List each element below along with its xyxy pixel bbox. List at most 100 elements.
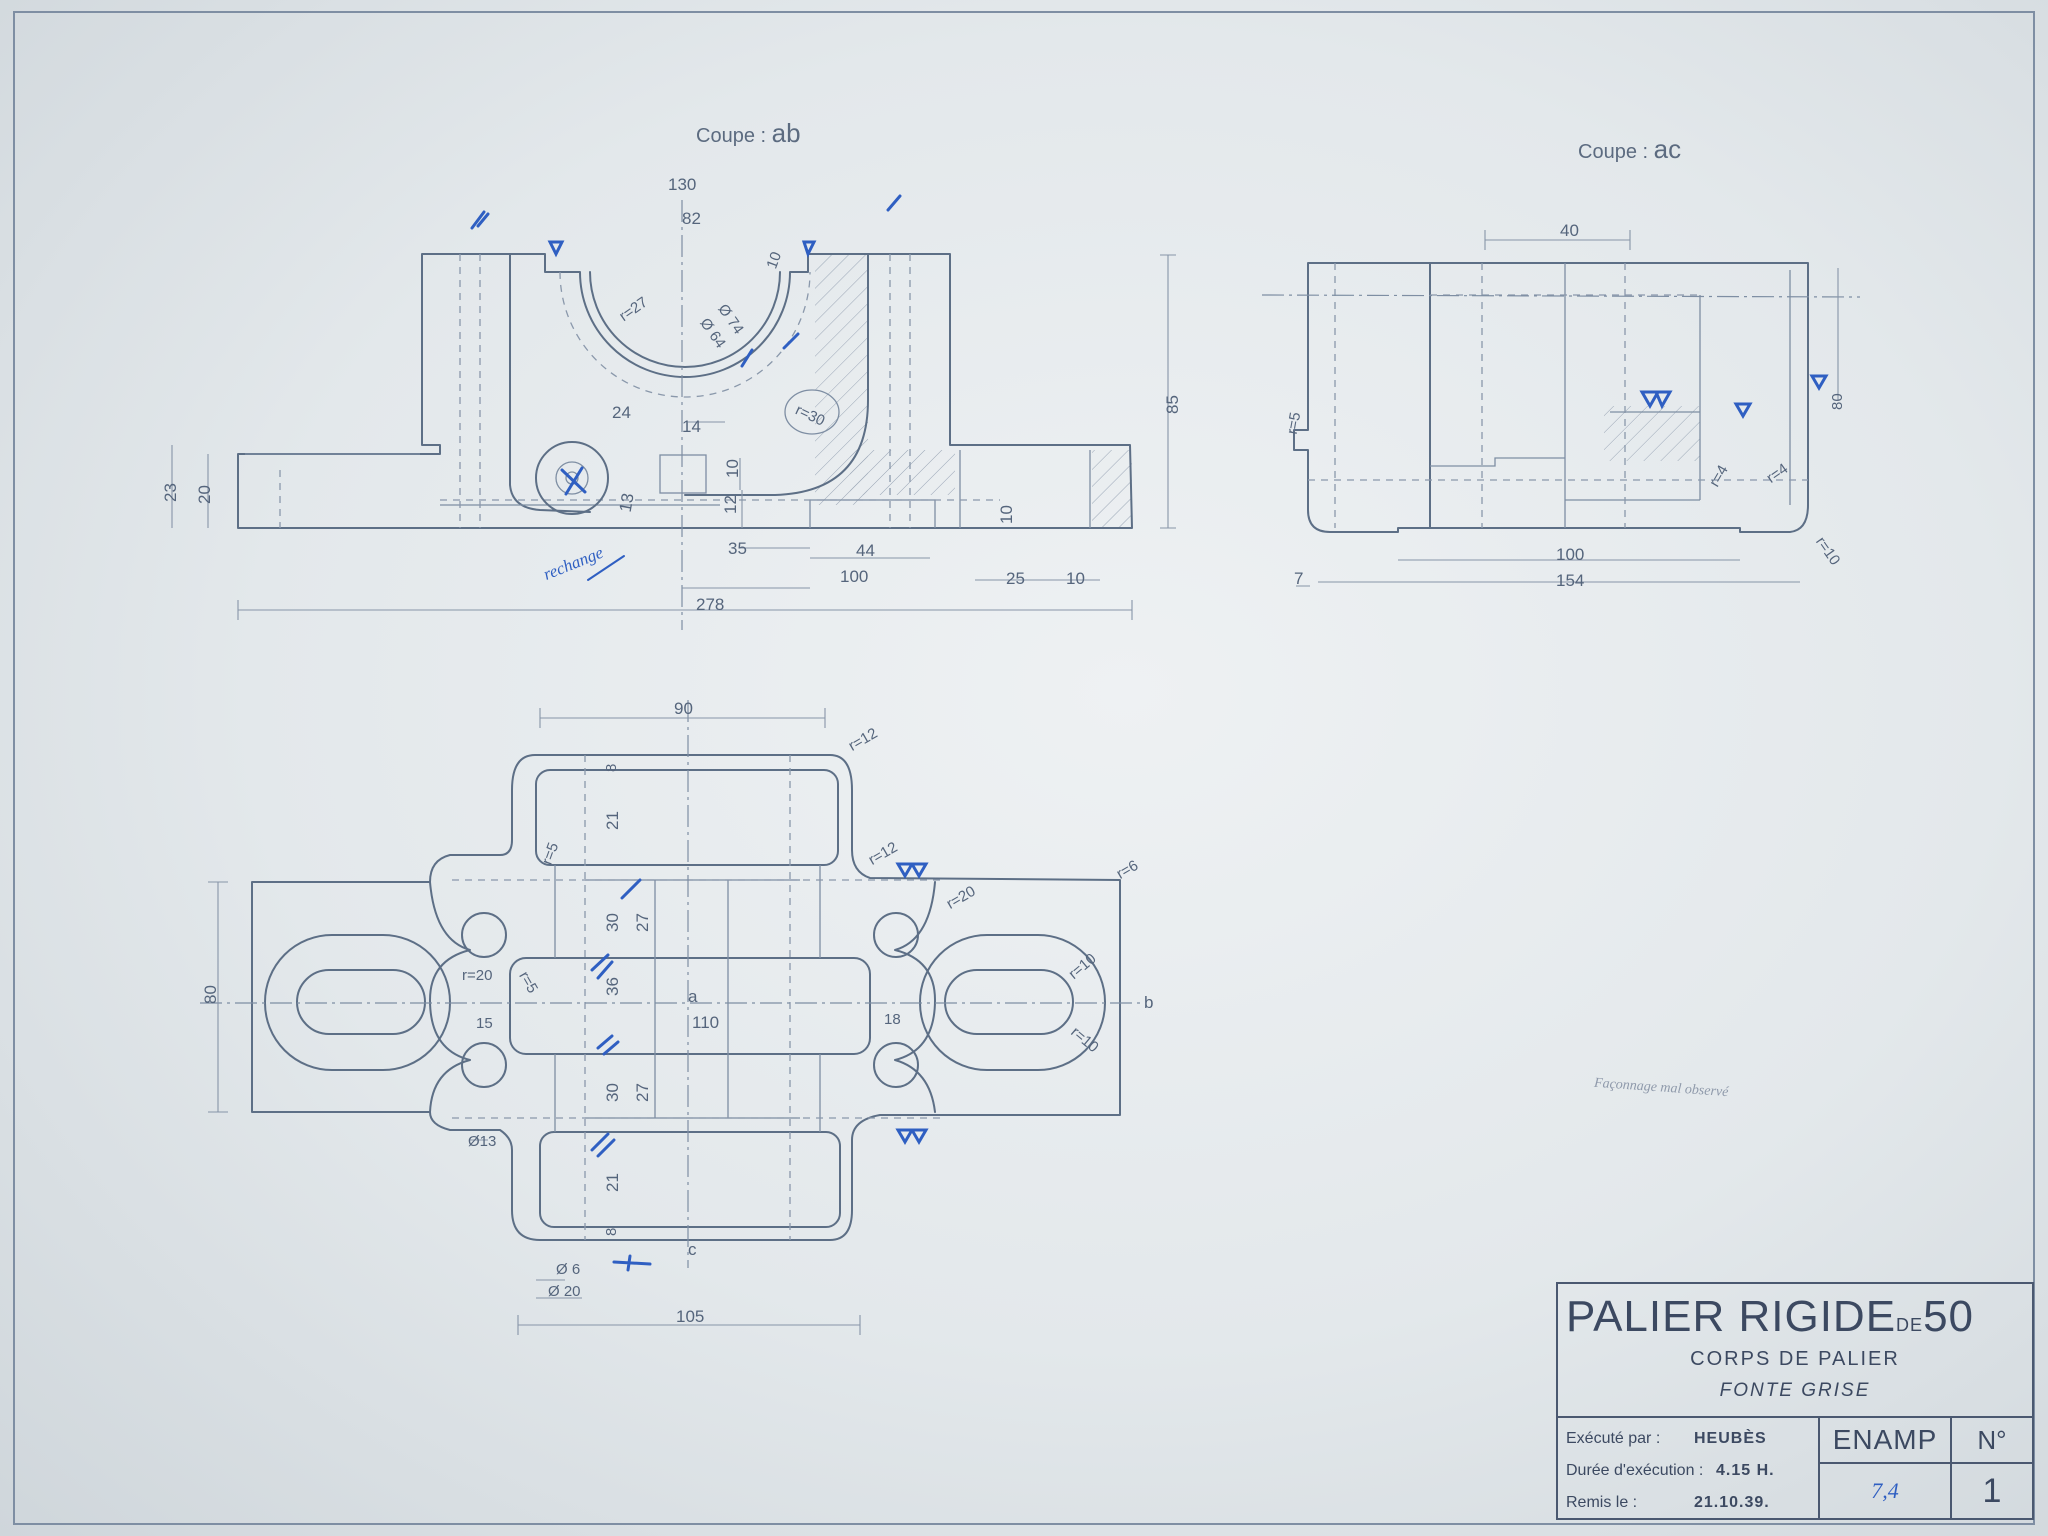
dim-plan-26: 105 <box>676 1307 704 1326</box>
number-block: N° 1 <box>1952 1418 2032 1518</box>
dim-ab-5: 24 <box>612 403 631 422</box>
hidden-base <box>279 470 1000 528</box>
ink-mark-2 <box>886 194 902 212</box>
plan-ink-finish-1 <box>895 862 929 879</box>
ink-note: rechange <box>541 543 607 584</box>
dim-plan-12: 36 <box>603 977 622 996</box>
plan-lobe-right <box>894 881 936 1113</box>
duration-row: Durée d'exécution :4.15 H. <box>1566 1462 1775 1479</box>
ac-ink-finish-2 <box>1733 402 1753 419</box>
dim-ac-8: r=10 <box>1812 534 1843 569</box>
bearing-inner <box>559 271 811 398</box>
executed-row: Exécuté par :HEUBÈS <box>1566 1430 1767 1447</box>
foot-right <box>959 450 1091 528</box>
dim-ac-6: 154 <box>1556 571 1584 590</box>
section-point-b: b <box>1144 993 1153 1012</box>
dim-plan-21: Ø13 <box>468 1133 496 1150</box>
plan-lobe-left <box>429 881 471 1113</box>
plan-ink-1 <box>590 878 642 980</box>
section-ab-view: Coupe : ab 130 82 85 23 20 <box>161 118 1182 630</box>
slot-left-inner <box>296 969 426 1035</box>
pad-bottom <box>539 1131 841 1228</box>
grade-mark: 7,4 <box>1871 1478 1899 1503</box>
ink-mark-3 <box>740 332 800 368</box>
dim-ab-21: 10 <box>763 250 785 271</box>
pencil-note: Façonnage mal observé <box>1593 1076 1730 1100</box>
inner-wall-left <box>509 253 591 513</box>
dim-ac-3: r=4 <box>1706 462 1732 490</box>
number-label: N° <box>1952 1418 2032 1464</box>
dim-ab-2: 85 <box>1163 395 1182 414</box>
school-block: ENAMP 7,4 <box>1820 1418 1952 1518</box>
ring-inner <box>555 461 589 495</box>
section-ab-title: Coupe : ab <box>696 118 801 148</box>
plan-view: a b c 90 r=12 8 21 r=5 r=12 r=6 r=20 30 … <box>200 699 1153 1335</box>
dim-ab-11: 44 <box>856 541 875 560</box>
ac-ink-finish-3 <box>1809 374 1829 391</box>
dim-ab-8: 12 <box>721 495 740 514</box>
ac-hidden <box>1308 263 1808 528</box>
section-point-c: c <box>688 1240 697 1259</box>
dim-plan-8: 30 <box>603 913 622 932</box>
dim-ab-3: 23 <box>161 483 180 502</box>
dim-ab-10: 35 <box>728 539 747 558</box>
dim-plan-23: 8 <box>603 1228 620 1236</box>
dim-ab-7: 10 <box>723 459 742 478</box>
hidden-bolt-right <box>889 254 911 528</box>
dim-ab-13: 25 <box>1006 569 1025 588</box>
dim-plan-11: r=5 <box>515 969 541 997</box>
section-ab-outline <box>237 253 1133 529</box>
section-ac-outline <box>1293 262 1809 533</box>
dim-lines-ab <box>171 254 1176 620</box>
dim-plan-15: 18 <box>884 1011 901 1028</box>
ac-ink-finish-1 <box>1639 390 1673 410</box>
hatch-ac <box>1604 406 1700 461</box>
dim-plan-2: 8 <box>603 764 620 772</box>
delivered-row: Remis le :21.10.39. <box>1566 1494 1770 1511</box>
base-step <box>440 499 936 528</box>
inner-wall-right <box>684 253 869 496</box>
ink-finish-right <box>801 240 817 258</box>
inner-frame-1 <box>554 865 821 1132</box>
slot-right-inner <box>944 969 1074 1035</box>
dim-plan-14: 15 <box>476 1015 493 1032</box>
dim-ab-17: r=27 <box>616 294 651 325</box>
dim-ac-2: r=5 <box>1284 411 1305 436</box>
dim-plan-20: 27 <box>633 1083 652 1102</box>
dim-plan-24: Ø 6 <box>556 1261 580 1278</box>
plan-ink-2 <box>590 1034 620 1158</box>
pad-top <box>535 769 839 866</box>
section-point-a: a <box>688 987 698 1006</box>
title-de: DE <box>1896 1315 1924 1335</box>
hatch-area-right <box>815 255 868 505</box>
dim-lines-ac <box>1296 230 1839 587</box>
drawing-title: PALIER RIGIDEDE50 <box>1566 1292 1974 1342</box>
ring-outer <box>535 441 609 515</box>
key-slot <box>659 454 707 494</box>
dim-ac-1: 80 <box>1829 393 1846 410</box>
ink-cross <box>560 466 587 496</box>
plan-ink-3 <box>612 1254 652 1272</box>
hatch-area-foot <box>1092 450 1132 528</box>
dim-ab-16: 278 <box>696 595 724 614</box>
ink-note-underline <box>587 555 625 581</box>
bolt-hole-2 <box>461 1042 507 1088</box>
dim-ab-9: 13 <box>616 492 638 514</box>
dim-ac-0: 40 <box>1560 221 1579 240</box>
executed-by: HEUBÈS <box>1694 1430 1767 1447</box>
dim-plan-19: 30 <box>603 1083 622 1102</box>
drawing-number: 1 <box>1982 1472 2002 1510</box>
dim-plan-0: 90 <box>674 699 693 718</box>
school-name: ENAMP <box>1820 1418 1950 1464</box>
dim-plan-13: 110 <box>692 1013 719 1032</box>
dim-ac-4: r=4 <box>1763 460 1791 487</box>
dim-plan-18: 80 <box>201 985 220 1004</box>
dim-ab-12: 100 <box>840 567 868 586</box>
dim-ab-4: 20 <box>195 485 214 504</box>
dim-plan-9: 27 <box>633 913 652 932</box>
axis-horizontal-ac <box>1261 294 1861 298</box>
sheet-border <box>13 11 2035 1525</box>
plan-outline <box>251 754 1121 1241</box>
